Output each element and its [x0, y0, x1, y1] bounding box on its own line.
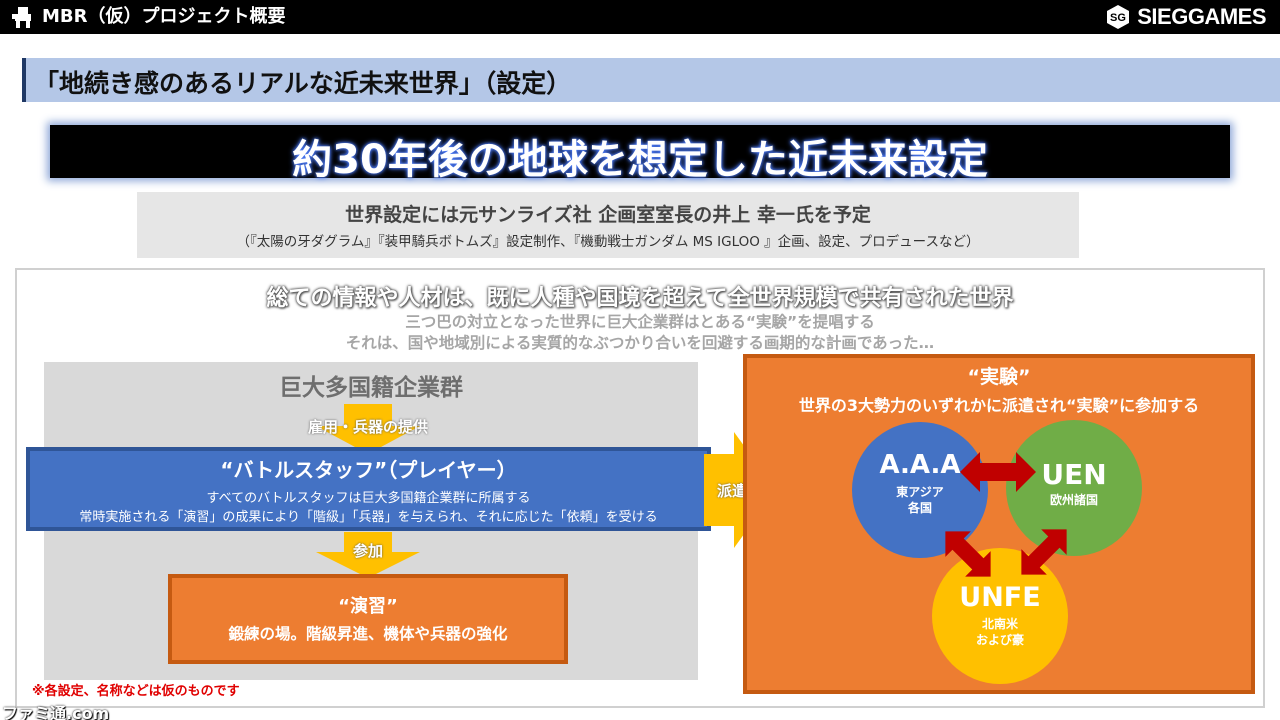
- watermark: ファミ通.com: [2, 704, 110, 720]
- experiment-title: “実験”: [967, 366, 1031, 388]
- info-line-1: 世界設定には元サンライズ社 企画室室長の井上 幸一氏を予定: [345, 204, 871, 226]
- conflict-arrow-uen-unfe: [1021, 529, 1067, 575]
- faction-aaa-region: 東アジア: [896, 485, 944, 499]
- faction-unfe-region: 北南米: [981, 617, 1018, 631]
- supply-label: 雇用・兵器の提供: [307, 418, 428, 436]
- top-bar: MBR（仮）プロジェクト概要 SG SIEGGAMES: [0, 0, 1280, 34]
- faction-aaa-region-2: 各国: [907, 501, 932, 515]
- faction-unfe-name: UNFE: [959, 582, 1041, 613]
- faction-uen-circle: [1006, 420, 1142, 556]
- world-subline-2: それは、国や地域別による実質的なぶつかり合いを回避する画期的な計画であった…: [345, 334, 935, 352]
- info-box: 世界設定には元サンライズ社 企画室室長の井上 幸一氏を予定 （『太陽の牙ダグラム…: [137, 192, 1079, 258]
- corporations-title: 巨大多国籍企業群: [279, 375, 463, 401]
- dispatch-arrow: [704, 432, 776, 548]
- conflict-arrow-aaa-uen: [960, 452, 1036, 492]
- join-label: 参加: [352, 542, 383, 560]
- brand-logo: SG SIEGGAMES: [1105, 4, 1266, 30]
- faction-uen-region: 欧州諸国: [1049, 493, 1098, 507]
- drill-panel: [168, 574, 568, 664]
- robot-mascot-icon: [12, 7, 31, 28]
- experiment-description: 世界の3大勢力のいずれかに派遣され“実験”に参加する: [798, 396, 1200, 415]
- sieg-hexagon-icon: SG: [1107, 5, 1130, 29]
- disclaimer-note: ※各設定、名称などは仮のものです: [32, 684, 240, 699]
- section-heading: 「地続き感のあるリアルな近未来世界」（設定）: [22, 58, 1280, 102]
- brand-name: SIEGGAMES: [1137, 4, 1266, 29]
- drill-title: “演習”: [338, 596, 398, 617]
- section-heading-text: 「地続き感のあるリアルな近未来世界」（設定）: [34, 69, 572, 98]
- headline-banner: 約30年後の地球を想定した近未来設定: [50, 125, 1230, 183]
- conflict-arrow-aaa-unfe: [945, 531, 991, 577]
- drill-description: 鍛練の場。階級昇進、機体や兵器の強化: [228, 625, 508, 643]
- project-title: MBR（仮）プロジェクト概要: [42, 6, 286, 27]
- player-panel: [26, 447, 711, 531]
- player-title: “バトルスタッフ”（プレイヤー）: [220, 458, 517, 482]
- join-arrow: [316, 532, 420, 578]
- player-line-2: 常時実施される「演習」の成果により「階級」「兵器」を与えられ、それに応じた「依頼…: [79, 510, 658, 525]
- world-heading: 総ての情報や人材は、既に人種や国境を超えて全世界規模で共有された世界: [266, 286, 1014, 311]
- player-line-1: すべてのバトルスタッフは巨大多国籍企業群に所属する: [206, 491, 531, 506]
- faction-unfe-circle: [932, 548, 1068, 684]
- svg-text:SG: SG: [1110, 12, 1126, 24]
- supply-arrow: [316, 404, 420, 454]
- dispatch-label: 派遣: [716, 482, 747, 500]
- faction-uen-name: UEN: [1041, 458, 1107, 491]
- headline-text: 約30年後の地球を想定した近未来設定: [292, 137, 988, 183]
- info-line-2: （『太陽の牙ダグラム』『装甲騎兵ボトムズ』設定制作、『機動戦士ガンダム MS I…: [236, 234, 980, 250]
- faction-aaa-name: A.A.A: [879, 450, 961, 480]
- faction-unfe-region-2: および豪: [975, 633, 1024, 647]
- world-subline-1: 三つ巴の対立となった世界に巨大企業群はとある“実験”を提唱する: [405, 313, 875, 331]
